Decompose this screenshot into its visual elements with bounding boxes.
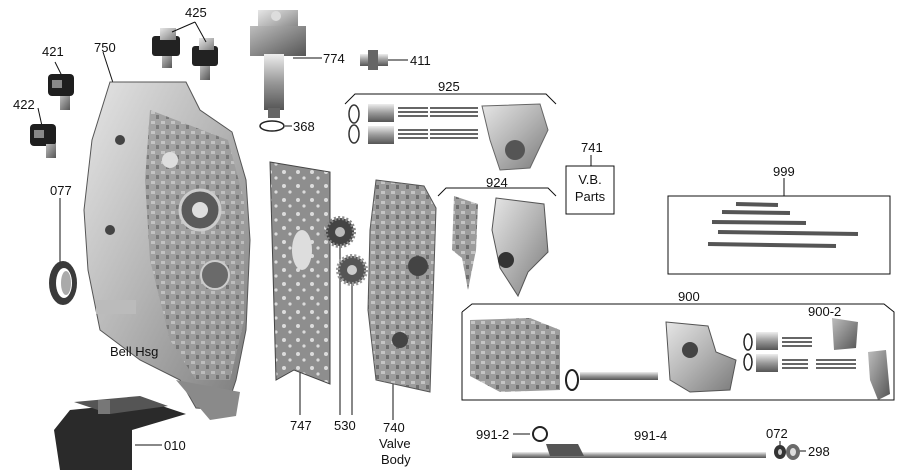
label-900: 900	[678, 289, 700, 304]
label-368: 368	[293, 119, 315, 134]
gear-530-icon	[324, 216, 368, 286]
valve-body-740-icon	[367, 179, 437, 393]
bushing-298-icon	[786, 444, 800, 460]
label-999: 999	[773, 164, 795, 179]
label-421: 421	[42, 44, 64, 59]
kit-925-icon	[348, 103, 549, 171]
label-774: 774	[323, 51, 345, 66]
label-body: Body	[381, 452, 411, 467]
shaft-991-icon	[512, 426, 766, 458]
pump-774-icon	[250, 10, 306, 118]
solenoid-422-icon	[30, 124, 56, 158]
bracket-924	[437, 187, 557, 197]
label-750: 750	[94, 40, 116, 55]
plug-411-icon	[360, 50, 388, 70]
label-530: 530	[334, 418, 356, 433]
box-999	[667, 178, 891, 275]
label-bell-hsg: Bell Hsg	[110, 344, 159, 359]
label-298: 298	[808, 444, 830, 459]
filter-010-icon	[54, 396, 186, 470]
separator-plate-747-icon	[269, 161, 331, 385]
seal-ring-368-icon	[259, 120, 285, 132]
label-991-4: 991-4	[634, 428, 668, 443]
label-924: 924	[486, 175, 508, 190]
transmission-case-icon	[83, 81, 251, 420]
nut-072-icon	[774, 445, 786, 459]
label-valve: Valve	[379, 436, 411, 451]
kit-924-icon	[452, 196, 549, 298]
box-900	[461, 303, 895, 401]
label-vb: V.B.	[578, 172, 602, 187]
label-425: 425	[185, 5, 207, 20]
seal-077-icon	[49, 261, 77, 305]
label-077: 077	[50, 183, 72, 198]
label-900-2: 900-2	[808, 304, 842, 319]
bracket-925	[344, 93, 557, 105]
solenoid-421-icon	[48, 74, 74, 110]
label-parts: Parts	[574, 189, 606, 204]
label-422: 422	[13, 97, 35, 112]
label-925: 925	[438, 79, 460, 94]
label-991-2: 991-2	[476, 427, 510, 442]
label-740: 740	[383, 420, 405, 435]
label-010: 010	[164, 438, 186, 453]
label-072: 072	[766, 426, 788, 441]
label-741: 741	[581, 140, 603, 155]
label-411: 411	[410, 53, 431, 68]
label-747: 747	[290, 418, 312, 433]
solenoid-425-icon	[152, 28, 218, 80]
box-741	[565, 165, 615, 215]
